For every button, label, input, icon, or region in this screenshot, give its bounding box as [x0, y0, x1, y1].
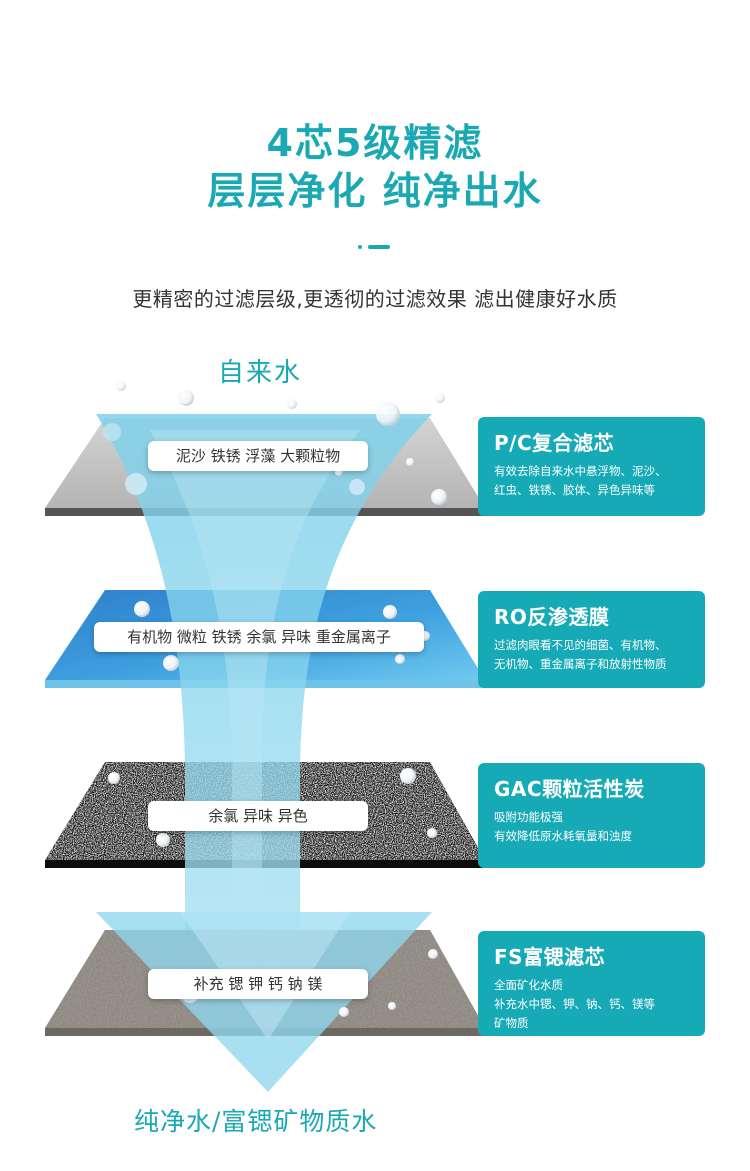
- layer-2-pill: 有机物 微粒 铁锈 余氯 异味 重金属离子: [94, 622, 424, 652]
- layer-3-pill: 余氯 异味 异色: [148, 801, 368, 831]
- page-title: 4芯5级精滤: [266, 121, 484, 165]
- gac-carbon-card: GAC颗粒活性炭 吸附功能极强 有效降低原水耗氧量和浊度: [478, 763, 705, 868]
- water-flow: [96, 414, 432, 930]
- card-desc: 吸附功能极强 有效降低原水耗氧量和浊度: [494, 810, 632, 843]
- output-water-label: 纯净水/富锶矿物质水: [134, 1107, 378, 1136]
- card-desc: 过滤肉眼看不见的细菌、有机物、 无机物、重金属离子和放射性物质: [494, 638, 667, 671]
- card-title: GAC颗粒活性炭: [494, 777, 645, 801]
- divider-bar: [368, 245, 390, 249]
- fs-filter-card: FS富锶滤芯 全面矿化水质 补充水中锶、钾、钠、钙、镁等 矿物质: [478, 931, 705, 1036]
- ro-membrane-card: RO反渗透膜 过滤肉眼看不见的细菌、有机物、 无机物、重金属离子和放射性物质: [478, 591, 705, 688]
- layer-1-pill: 泥沙 铁锈 浮藻 大颗粒物: [148, 441, 368, 471]
- card-desc: 有效去除自来水中悬浮物、泥沙、 红虫、铁锈、胶体、异色异味等: [494, 464, 667, 497]
- divider-dot: [358, 245, 362, 249]
- subtitle: 更精密的过滤层级,更透彻的过滤效果 滤出健康好水质: [132, 287, 618, 311]
- card-title: FS富锶滤芯: [494, 945, 606, 969]
- card-title: RO反渗透膜: [494, 605, 610, 629]
- layer-4-pill: 补充 锶 钾 钙 钠 镁: [148, 969, 368, 999]
- tap-water-label: 自来水: [218, 358, 303, 388]
- card-title: P/C复合滤芯: [494, 431, 615, 455]
- card-desc: 全面矿化水质 补充水中锶、钾、钠、钙、镁等 矿物质: [494, 978, 655, 1030]
- page-title-line2: 层层净化 纯净出水: [207, 169, 543, 213]
- pc-filter-card: P/C复合滤芯 有效去除自来水中悬浮物、泥沙、 红虫、铁锈、胶体、异色异味等: [478, 417, 705, 516]
